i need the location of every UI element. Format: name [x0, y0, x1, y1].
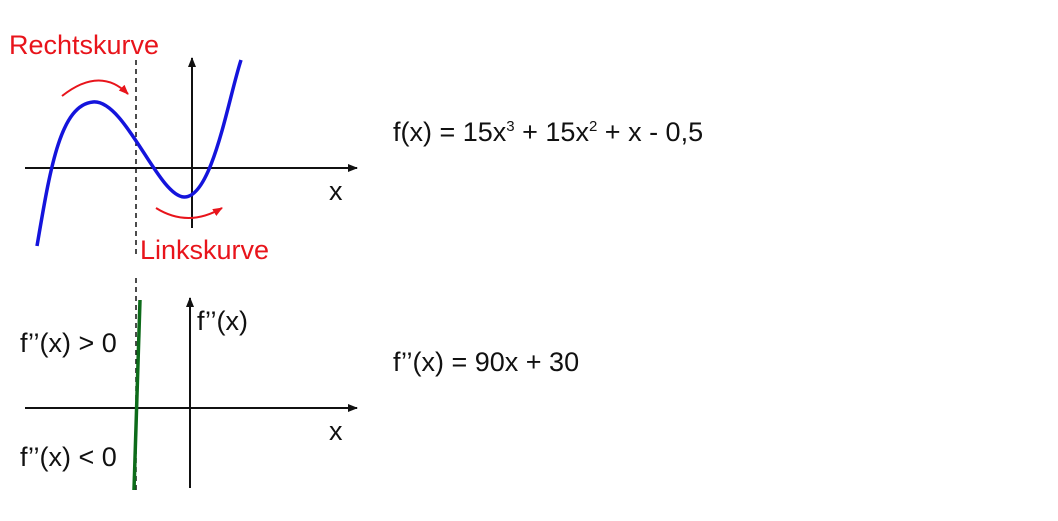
- equation-f-exponent-2: 2: [588, 118, 598, 135]
- equation-f: f(x) = 15x3 + 15x2 + x - 0,5: [393, 117, 703, 148]
- left-curve-arrow: [155, 207, 223, 219]
- label-f2-positive: f’’(x) > 0: [20, 328, 117, 358]
- bottom-y-axis-label: f’’(x): [197, 306, 248, 336]
- equation-f-mid: + 15x: [514, 117, 589, 147]
- bottom-x-axis-label: x: [329, 416, 343, 446]
- right-curve-arrow: [61, 79, 129, 97]
- equation-f-suffix: + x - 0,5: [597, 117, 704, 147]
- equation-f-prefix: f(x) = 15x: [393, 117, 507, 147]
- label-f2-negative: f’’(x) < 0: [20, 442, 117, 472]
- equation-f-exponent-3: 3: [506, 118, 515, 135]
- equation-f-second-derivative: f’’(x) = 90x + 30: [393, 347, 580, 377]
- bottom-graph: f’’(x) f’’(x) > 0 f’’(x) < 0 x: [20, 278, 358, 491]
- label-linkskurve: Linkskurve: [140, 235, 269, 265]
- label-rechtskurve: Rechtskurve: [9, 30, 159, 60]
- top-graph: Rechtskurve Linkskurve x: [9, 30, 358, 265]
- second-derivative-line: [132, 299, 142, 491]
- cubic-curve: [35, 59, 243, 247]
- top-x-axis-label: x: [329, 176, 343, 206]
